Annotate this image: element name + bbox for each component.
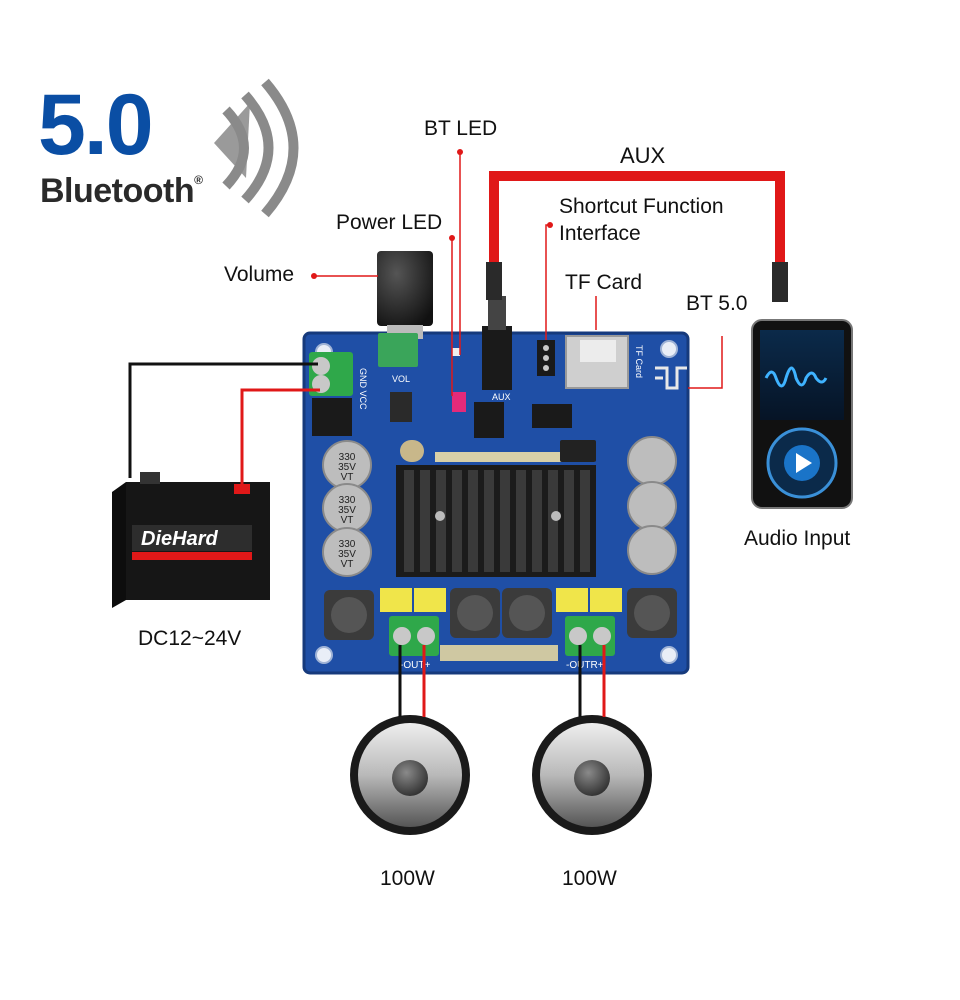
bluetooth-rune-icon — [143, 97, 160, 133]
silk-gnd-vcc: GND VCC — [358, 368, 368, 410]
label-audio-input: Audio Input — [744, 527, 851, 550]
label-power-led: Power LED — [336, 211, 443, 234]
battery-positive-wire — [240, 388, 320, 486]
label-speaker-left: 100W — [380, 867, 435, 890]
cap-label: 35V — [338, 462, 356, 473]
output-terminal-left — [389, 616, 439, 656]
label-bt50: BT 5.0 — [686, 292, 748, 315]
volume-knob[interactable] — [377, 251, 433, 367]
output-terminal-right — [565, 616, 615, 656]
label-volume: Volume — [224, 263, 295, 286]
registered-mark: ® — [194, 173, 203, 187]
capacitors-left — [322, 440, 372, 577]
speaker-left — [350, 715, 470, 835]
bluetooth-logo: 5.0 Bluetooth® — [38, 77, 203, 212]
speaker-right — [532, 715, 652, 835]
play-icon — [796, 453, 812, 473]
amplifier-board: 330 35V VT 330 35V VT 330 35V VT — [302, 251, 690, 675]
bluetooth-version-text: 5.0 — [38, 77, 154, 173]
label-bt-led: BT LED — [424, 117, 498, 140]
tf-card-slot — [565, 335, 629, 389]
capacitors-right — [627, 436, 677, 575]
cap-label: 330 — [339, 495, 356, 506]
bluetooth-word-text: Bluetooth — [40, 172, 195, 210]
silk-tf: TF Card — [634, 345, 644, 378]
heatsink — [396, 465, 596, 577]
label-shortcut-2: Interface — [559, 222, 641, 245]
label-speaker-right: 100W — [562, 867, 617, 890]
silk-vol: VOL — [392, 374, 410, 384]
audio-source-phone — [751, 319, 853, 509]
battery-negative-wire — [128, 362, 318, 478]
aux-cable — [486, 171, 788, 302]
cap-label: 35V — [338, 549, 356, 560]
callout-dots — [311, 149, 553, 279]
silk-out-left: -OUT+ — [400, 660, 430, 671]
label-dc-voltage: DC12~24V — [138, 627, 242, 650]
power-terminal — [309, 352, 353, 436]
cap-label: VT — [341, 472, 354, 483]
battery-brand: DieHard — [141, 528, 218, 550]
wireless-signal-icon — [214, 78, 299, 218]
bluetooth-word: Bluetooth® — [40, 172, 203, 210]
cap-label: VT — [341, 515, 354, 526]
label-tf-card: TF Card — [565, 271, 643, 294]
cap-label: 330 — [339, 452, 356, 463]
cap-label: 330 — [339, 539, 356, 550]
label-shortcut-1: Shortcut Function — [559, 195, 724, 218]
bt-antenna — [655, 366, 687, 390]
label-aux: AUX — [620, 143, 666, 168]
silk-aux: AUX — [492, 392, 511, 402]
silk-out-right: -OUTR+ — [566, 660, 604, 671]
inductors — [324, 588, 677, 640]
cap-label: VT — [341, 559, 354, 570]
aux-jack — [482, 296, 512, 390]
cap-label: 35V — [338, 505, 356, 516]
battery: DieHard — [112, 472, 270, 608]
